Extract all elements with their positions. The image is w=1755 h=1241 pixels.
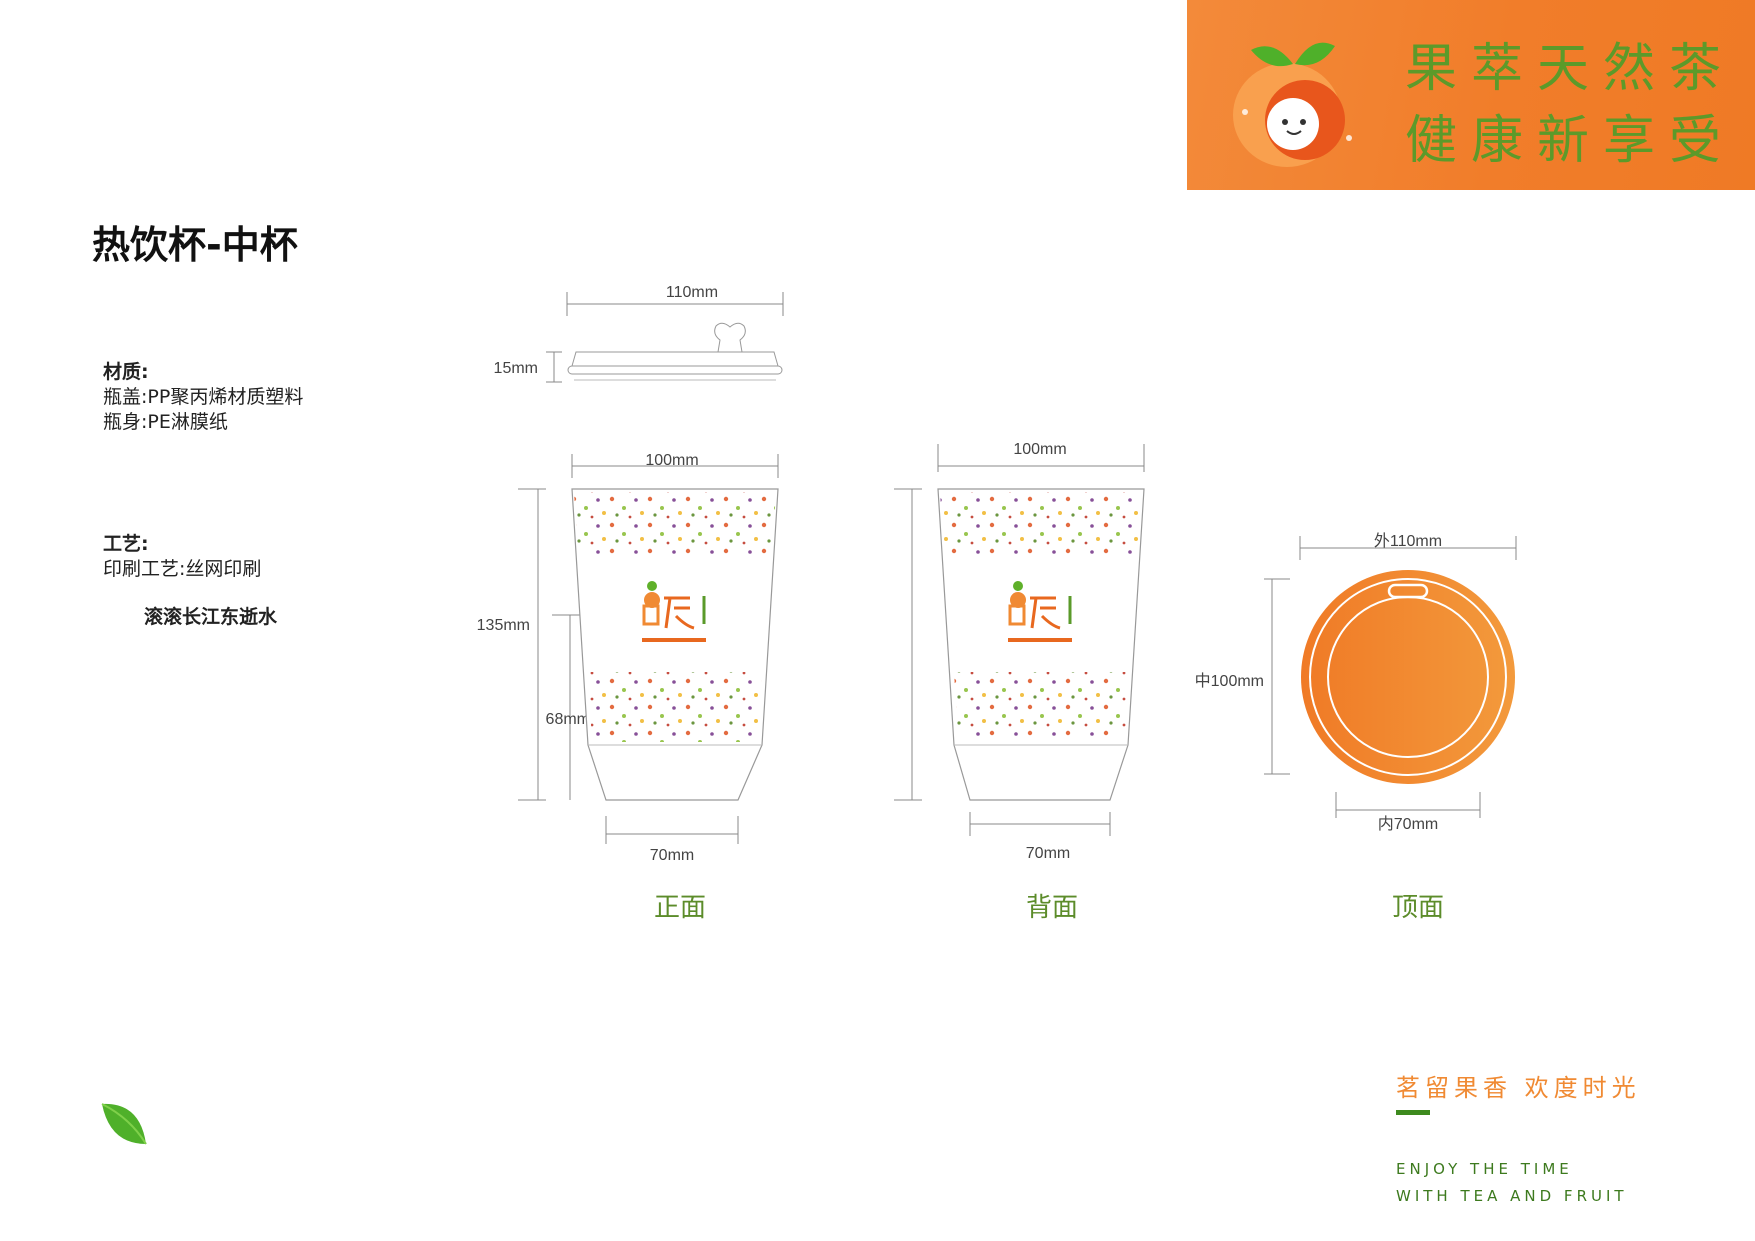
process-printing: 印刷工艺:丝网印刷 xyxy=(103,558,262,580)
brand-banner: 果萃天然茶 健康新享受 xyxy=(1187,0,1755,190)
front-height-dim: 135mm xyxy=(477,617,530,634)
top-middle-dim: 中100mm xyxy=(1195,672,1264,690)
banner-slogan-line1: 果萃天然茶 xyxy=(1405,39,1736,99)
material-lid: 瓶盖:PP聚丙烯材质塑料 xyxy=(103,386,304,408)
green-leaf-icon xyxy=(101,1103,147,1145)
material-heading: 材质: xyxy=(103,361,149,383)
tagline-underline-bar xyxy=(1396,1110,1430,1115)
top-inner-dim: 内70mm xyxy=(1378,815,1438,833)
material-body: 瓶身:PE淋膜纸 xyxy=(103,411,228,433)
lid-top-disc xyxy=(1301,570,1515,784)
front-sleeve-dim: 68mm xyxy=(546,711,590,728)
page-title: 热饮杯-中杯 xyxy=(92,223,298,267)
process-heading: 工艺: xyxy=(103,533,149,555)
front-cup-logo xyxy=(642,581,706,642)
lid-height-dim: 15mm xyxy=(494,360,538,377)
banner-slogan-line2: 健康新享受 xyxy=(1405,111,1736,171)
lid-sip-hole-icon xyxy=(1387,583,1429,599)
front-bottom-width-dim: 70mm xyxy=(650,847,694,864)
back-cup-logo xyxy=(1008,581,1072,642)
top-outer-dim: 外110mm xyxy=(1374,532,1442,550)
front-top-width-dim: 100mm xyxy=(645,452,698,469)
back-top-width-dim: 100mm xyxy=(1013,441,1066,458)
top-view: 外110mm 中100mm 内70mm 顶面 xyxy=(1195,532,1517,923)
lid-side-view: 110mm 15mm xyxy=(494,284,784,383)
front-view: 100mm 135mm 68mm 70mm 正面 xyxy=(477,452,779,923)
back-view-label: 背面 xyxy=(1026,893,1078,923)
footer-tagline: 茗留果香 欢度时光 xyxy=(1396,1074,1641,1102)
back-view: 100mm 70mm 背面 xyxy=(894,441,1145,923)
fruit-mascot-icon xyxy=(1233,42,1352,167)
lid-width-dim: 110mm xyxy=(666,284,718,301)
back-bottom-width-dim: 70mm xyxy=(1026,845,1070,862)
top-view-label: 顶面 xyxy=(1392,893,1444,923)
footer-english-line2: WITH TEA AND FRUIT xyxy=(1396,1187,1628,1205)
footer-english-line1: ENJOY THE TIME xyxy=(1396,1160,1573,1178)
front-view-label: 正面 xyxy=(654,893,706,923)
quote-text: 滚滚长江东逝水 xyxy=(144,606,278,628)
